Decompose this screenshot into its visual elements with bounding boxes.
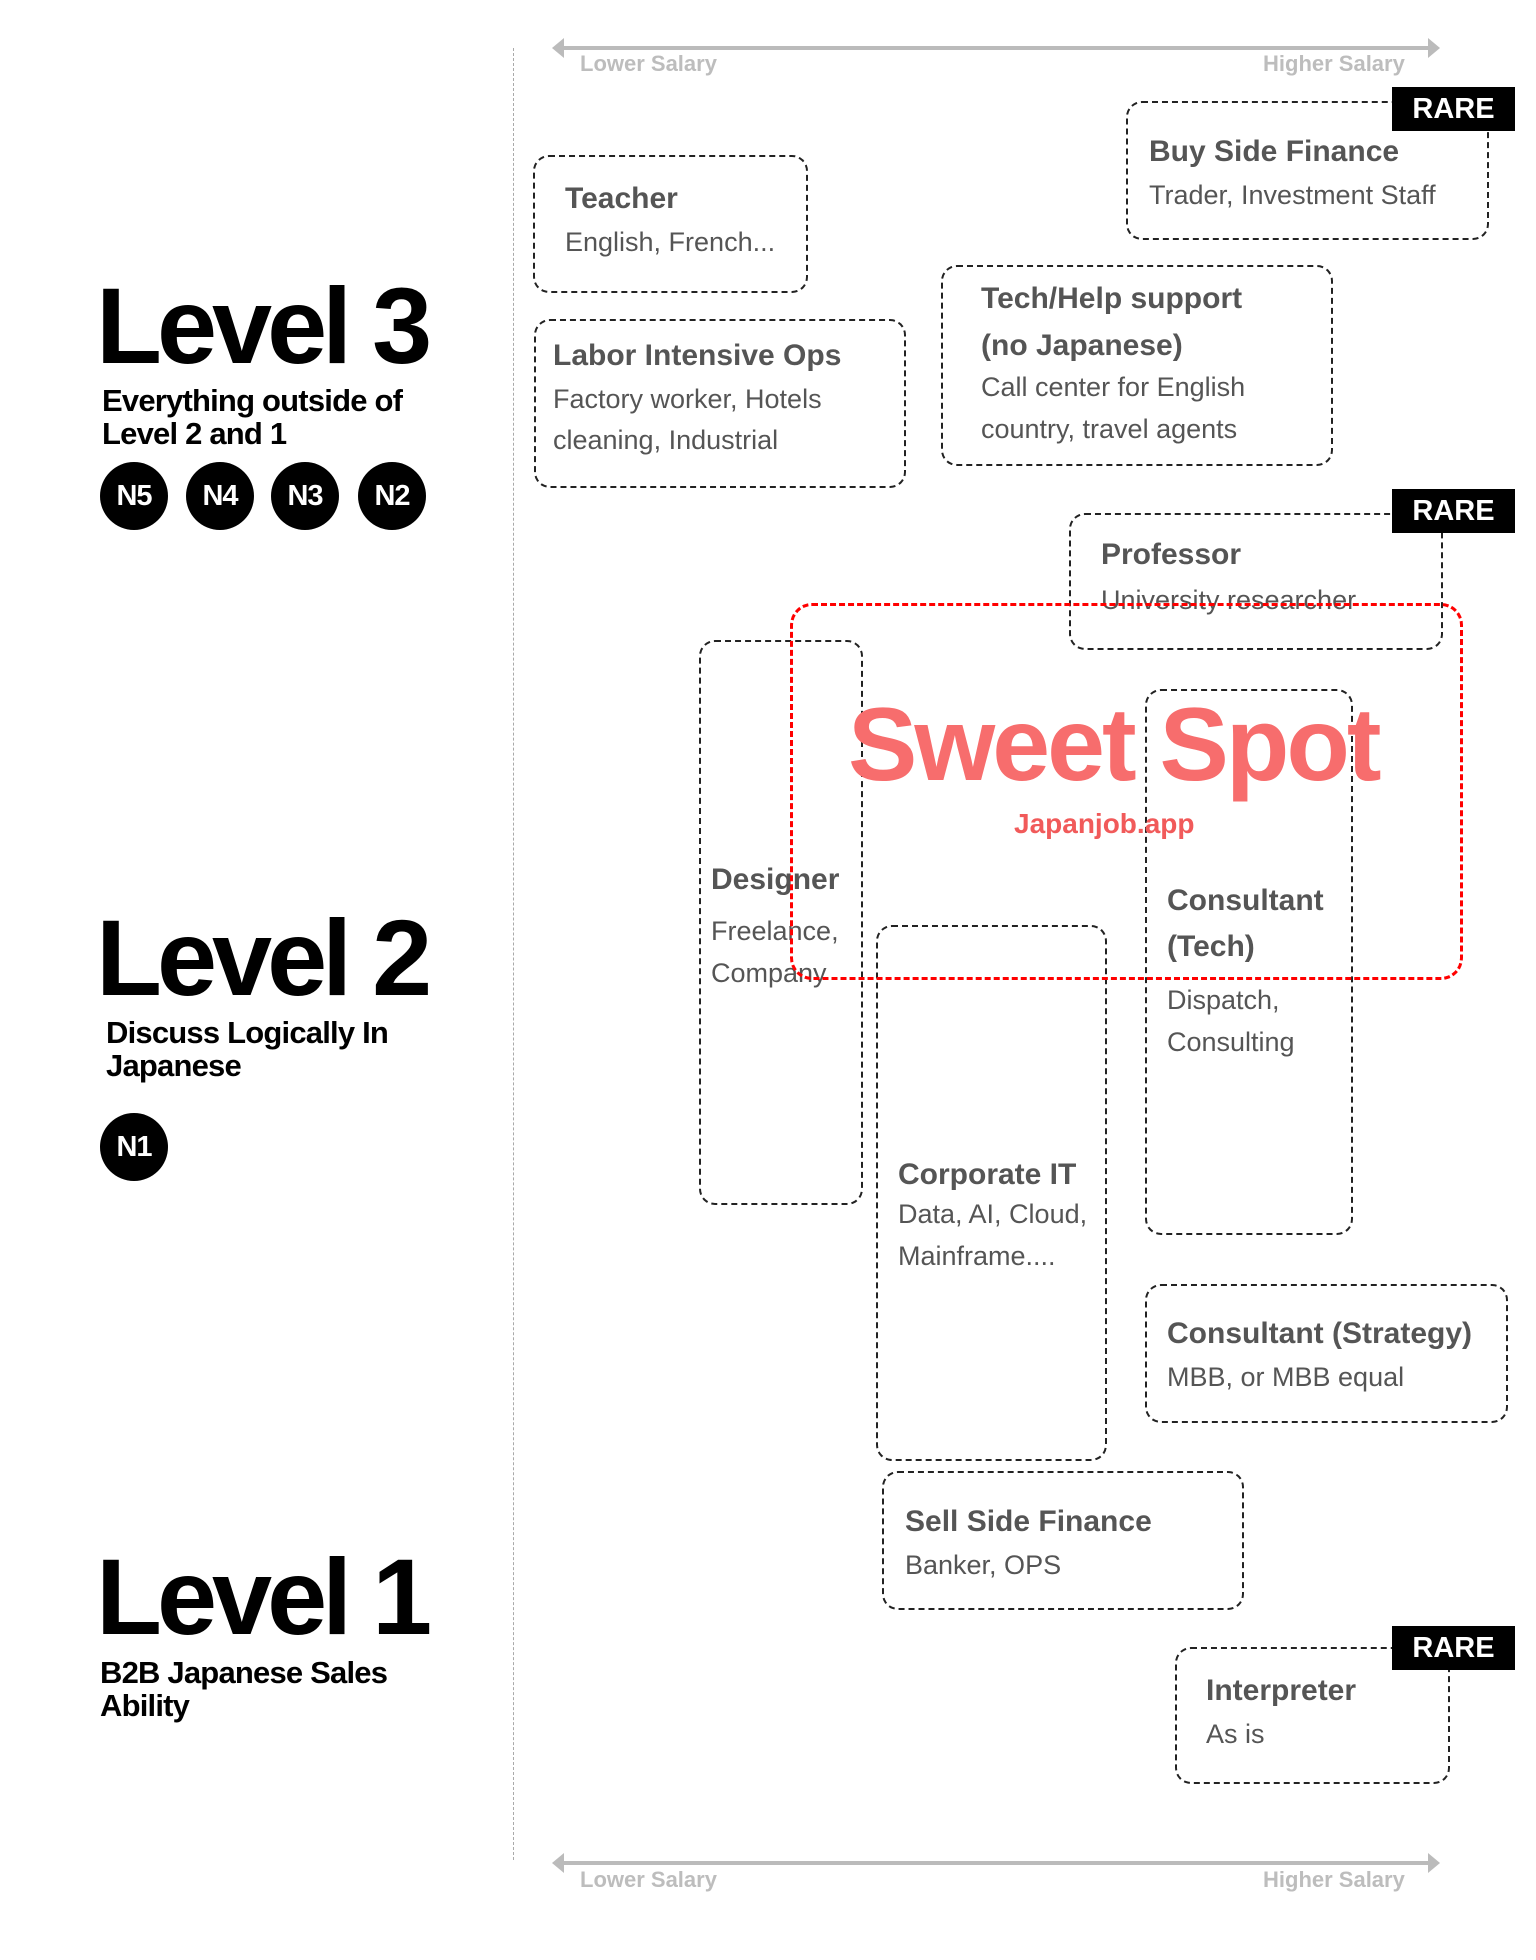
axis-higher-label: Higher Salary bbox=[1263, 1867, 1405, 1892]
job-detail: MBB, or MBB equal bbox=[1167, 1362, 1405, 1392]
job-box-consultant-tech bbox=[1145, 689, 1353, 1235]
job-box-buy-side-finance bbox=[1126, 101, 1489, 240]
jlpt-badge-n4: N4 bbox=[186, 462, 254, 530]
job-box-tech-help-support bbox=[941, 265, 1333, 466]
level-2-subtitle: Discuss Logically In Japanese bbox=[106, 1015, 389, 1083]
job-title: Buy Side Finance bbox=[1149, 135, 1400, 168]
job-detail: Data, AI, Cloud, bbox=[898, 1199, 1088, 1229]
job-title: Designer bbox=[711, 863, 840, 896]
level-3-subtitle: Everything outside of Level 2 and 1 bbox=[102, 383, 403, 451]
jlpt-badge-n2: N2 bbox=[358, 462, 426, 530]
level-3-title: Level 3 bbox=[96, 265, 432, 386]
job-detail: Dispatch, bbox=[1167, 985, 1280, 1015]
job-detail: English, French... bbox=[565, 227, 776, 257]
job-detail: Mainframe.... bbox=[898, 1241, 1056, 1271]
job-box-teacher bbox=[533, 155, 808, 293]
job-title: Tech/Help support bbox=[981, 282, 1243, 315]
rare-badge: RARE bbox=[1392, 1626, 1515, 1670]
jlpt-badge-n1: N1 bbox=[100, 1113, 168, 1181]
job-title: Consultant bbox=[1167, 884, 1324, 917]
job-box-labor-ops bbox=[534, 319, 906, 488]
job-detail: Freelance, bbox=[711, 916, 839, 946]
job-title: Labor Intensive Ops bbox=[553, 339, 842, 372]
job-box-corporate-it bbox=[876, 925, 1107, 1461]
job-detail: Call center for English bbox=[981, 372, 1246, 402]
sweet-spot-title: Sweet Spot bbox=[848, 687, 1382, 803]
axis-higher-label: Higher Salary bbox=[1263, 51, 1405, 76]
level-1-subtitle: B2B Japanese Sales Ability bbox=[100, 1655, 388, 1723]
divider-line bbox=[513, 48, 514, 1860]
job-title: (no Japanese) bbox=[981, 329, 1183, 362]
job-detail: Factory worker, Hotels bbox=[553, 384, 822, 414]
job-title: Consultant (Strategy) bbox=[1167, 1317, 1473, 1350]
job-detail: country, travel agents bbox=[981, 414, 1238, 444]
job-box-professor bbox=[1069, 513, 1443, 650]
job-box-consultant-strategy bbox=[1145, 1284, 1508, 1423]
level-2-title: Level 2 bbox=[96, 897, 432, 1018]
job-title: Teacher bbox=[565, 182, 678, 215]
salary-axis-bottom bbox=[552, 1853, 1440, 1873]
rare-badge: RARE bbox=[1392, 489, 1515, 533]
level-1-title: Level 1 bbox=[96, 1536, 432, 1657]
job-title: Sell Side Finance bbox=[905, 1505, 1152, 1538]
brand-label: Japanjob.app bbox=[1014, 808, 1195, 839]
job-box-sell-side-finance bbox=[882, 1471, 1244, 1610]
sweet-spot-region bbox=[790, 603, 1463, 980]
job-detail: Banker, OPS bbox=[905, 1550, 1062, 1580]
rare-badge: RARE bbox=[1392, 87, 1515, 131]
job-detail: cleaning, Industrial bbox=[553, 425, 779, 455]
salary-axis-top bbox=[552, 38, 1440, 58]
job-title: Corporate IT bbox=[898, 1158, 1077, 1191]
job-title: Interpreter bbox=[1206, 1674, 1357, 1707]
job-detail: University researcher bbox=[1101, 585, 1357, 615]
axis-lower-label: Lower Salary bbox=[580, 1867, 717, 1892]
jlpt-badge-n3: N3 bbox=[271, 462, 339, 530]
job-detail: As is bbox=[1206, 1719, 1265, 1749]
job-box-designer bbox=[699, 640, 863, 1205]
job-title: (Tech) bbox=[1167, 930, 1255, 963]
axis-lower-label: Lower Salary bbox=[580, 51, 717, 76]
job-box-interpreter bbox=[1175, 1647, 1450, 1784]
jlpt-badge-n5: N5 bbox=[100, 462, 168, 530]
job-title: Professor bbox=[1101, 538, 1242, 571]
job-detail: Consulting bbox=[1167, 1027, 1295, 1057]
job-detail: Trader, Investment Staff bbox=[1149, 180, 1436, 210]
